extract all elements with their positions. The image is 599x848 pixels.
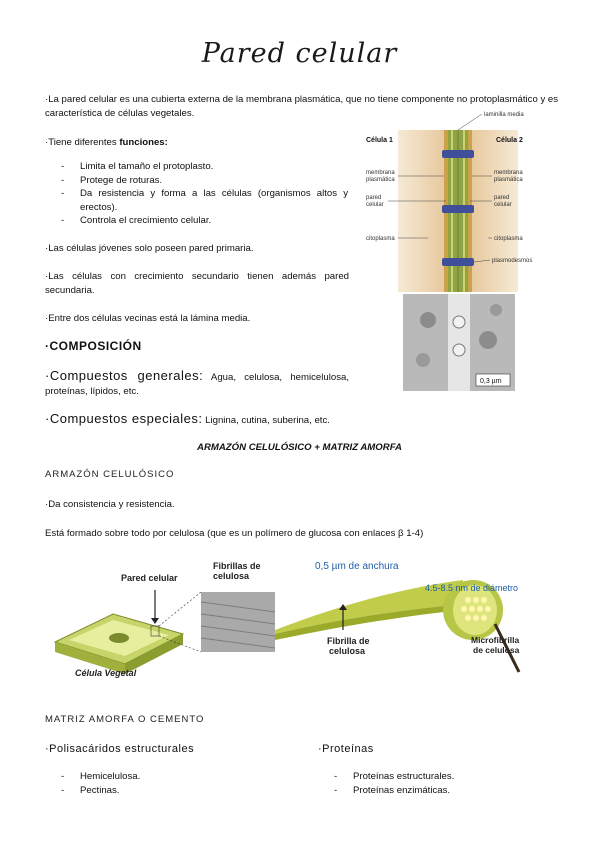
general-label: ·Compuestos generales: [45, 368, 204, 383]
cell1-label: Célula 1 [366, 137, 393, 144]
special-text: Lignina, cutina, suberina, etc. [205, 415, 330, 426]
special-compounds: ·Compuestos especiales: Lignina, cutina,… [45, 411, 330, 426]
list-item: Proteínas enzimáticas. [334, 784, 454, 798]
functions-heading: ·Tiene diferentes funciones: [45, 136, 168, 150]
armazon-text-1: ·Da consistencia y resistencia. [45, 499, 175, 510]
fibrilla-label-1: Fibrilla de [327, 636, 370, 646]
anchura-label: 0,5 µm de anchura [315, 561, 399, 572]
list-item: Protege de roturas. [61, 174, 348, 188]
intro-paragraph: ·La pared celular es una cubierta extern… [45, 94, 559, 119]
list-item: Limita el tamaño el protoplasto. [61, 160, 348, 174]
citoplasma-right: citoplasma [494, 236, 523, 242]
armazon-text-2: Está formado sobre todo por celulosa (qu… [45, 528, 424, 539]
middle-lamella-text: ·Entre dos células vecinas está la lámin… [45, 313, 251, 324]
formula-text: ARMAZÓN CELULÓSICO + MATRIZ AMORFA [197, 442, 402, 453]
list-item: Controla el crecimiento celular. [61, 214, 348, 228]
functions-heading-bold: funciones: [119, 137, 168, 148]
armazon-heading: ARMAZÓN CELULÓSICO [45, 469, 175, 480]
cell2-label: Célula 2 [496, 137, 523, 144]
pared-left-2: celular [366, 202, 384, 208]
composition-heading: ·COMPOSICIÓN [45, 339, 142, 353]
list-item: Proteínas estructurales. [334, 770, 454, 784]
secondary-growth-text: ·Las células con crecimiento secundario … [45, 271, 349, 296]
diametro-label: 4.5-8.5 nm de diámetro [425, 583, 518, 593]
fibrillas-label-1: Fibrillas de [213, 561, 261, 571]
list-item: Da resistencia y forma a las células (or… [61, 187, 348, 214]
citoplasma-left: citoplasma [366, 236, 395, 242]
polisacaridos-list: Hemicelulosa. Pectinas. [61, 770, 140, 797]
pared-right-1: pared [494, 195, 509, 201]
microfibrilla-label-1: Microfibrilla [471, 635, 519, 645]
membrana-left-2: plasmática [366, 177, 395, 183]
membrana-right-2: plasmática [494, 177, 523, 183]
membrana-right-1: membrana [494, 170, 523, 176]
cell-wall-diagram: 0,3 µm Célula 1 Célula 2 laminilla media… [358, 110, 558, 392]
list-item: Pectinas. [61, 784, 140, 798]
plasmodesmos-label: plasmodesmos [492, 258, 532, 264]
pared-left-1: pared [366, 195, 381, 201]
general-compounds: ·Compuestos generales: Agua, celulosa, h… [45, 369, 349, 399]
microfibrilla-label-2: de celulosa [473, 645, 520, 655]
lamina-label: laminilla media [484, 112, 524, 118]
polisacaridos-heading: ·Polisacáridos estructurales [45, 743, 195, 755]
celula-vegetal-label: Célula Vegetal [75, 668, 137, 678]
proteinas-list: Proteínas estructurales. Proteínas enzim… [334, 770, 454, 797]
pared-right-2: celular [494, 202, 512, 208]
pared-celular-label: Pared celular [121, 573, 178, 583]
fibrillas-label-2: celulosa [213, 571, 250, 581]
general-text: Agua, celulosa, hemicelulosa, proteínas,… [45, 372, 349, 397]
functions-heading-prefix: ·Tiene diferentes [45, 137, 120, 148]
special-label: ·Compuestos especiales: [45, 411, 203, 426]
proteinas-heading: ·Proteínas [318, 743, 374, 755]
cellulose-structure-diagram: Pared celular Célula Vegetal Fibrillas d… [53, 561, 521, 678]
membrana-left-1: membrana [366, 170, 395, 176]
fibrilla-label-2: celulosa [329, 646, 366, 656]
scale-label: 0,3 µm [480, 378, 502, 385]
matriz-heading: MATRIZ AMORFA O CEMENTO [45, 714, 205, 725]
young-cells-text: ·Las células jóvenes solo poseen pared p… [45, 243, 254, 254]
list-item: Hemicelulosa. [61, 770, 140, 784]
functions-list: Limita el tamaño el protoplasto. Protege… [61, 160, 348, 228]
page-title: Pared celular [201, 38, 398, 69]
